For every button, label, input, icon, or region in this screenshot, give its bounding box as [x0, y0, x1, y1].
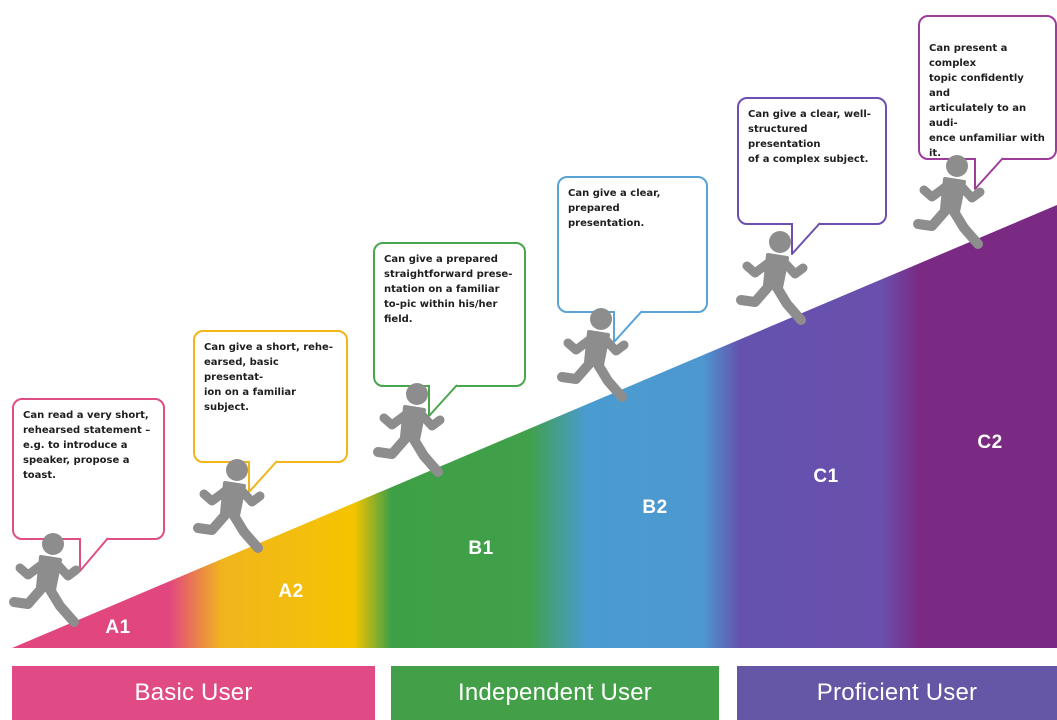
bubble-text-a2: Can give a short, rehe- earsed, basic pr… — [204, 342, 333, 413]
band-independent-user: Independent User — [391, 666, 719, 720]
runner-figure-b1 — [373, 383, 445, 477]
speech-bubble-b2: Can give a clear, prepared presentation. — [557, 176, 708, 313]
level-label-c1: C1 — [813, 466, 839, 487]
bubble-text-c1: Can give a clear, well- structured prese… — [748, 109, 871, 165]
runner-figure-b2 — [557, 308, 629, 402]
band-label-proficient-user: Proficient User — [816, 679, 978, 706]
runner-figure-c2 — [913, 155, 985, 249]
bubble-tail-a2 — [248, 460, 278, 493]
speech-bubble-c1: Can give a clear, well- structured prese… — [737, 97, 887, 225]
bubble-text-b1: Can give a prepared straightforward pres… — [384, 254, 513, 325]
ramp-triangle — [12, 205, 1057, 648]
bubble-text-b2: Can give a clear, prepared presentation. — [568, 188, 661, 229]
runner-figure-a1 — [9, 533, 81, 627]
level-label-a2: A2 — [278, 581, 304, 602]
level-label-b2: B2 — [642, 497, 668, 518]
bubble-tail-c2 — [974, 157, 1004, 190]
bubble-tail-c1 — [791, 222, 821, 255]
bubble-tail-b2 — [613, 310, 643, 343]
runner-figure-c1 — [736, 231, 808, 325]
bubble-tail-b1 — [428, 384, 458, 417]
level-label-a1: A1 — [105, 617, 131, 638]
speech-bubble-b1: Can give a prepared straightforward pres… — [373, 242, 526, 387]
band-proficient-user: Proficient User — [737, 666, 1057, 720]
bubble-text-c2: Can present a complex topic confidently … — [929, 43, 1045, 159]
band-basic-user: Basic User — [12, 666, 375, 720]
level-label-c2: C2 — [977, 432, 1003, 453]
band-label-basic-user: Basic User — [134, 679, 253, 706]
speech-bubble-c2: Can present a complex topic confidently … — [918, 15, 1057, 160]
speech-bubble-a2: Can give a short, rehe- earsed, basic pr… — [193, 330, 348, 463]
runner-figure-a2 — [193, 459, 265, 553]
bubble-text-a1: Can read a very short, rehearsed stateme… — [23, 410, 151, 481]
speech-bubble-a1: Can read a very short, rehearsed stateme… — [12, 398, 165, 540]
band-label-independent-user: Independent User — [457, 679, 652, 706]
level-label-b1: B1 — [468, 538, 494, 559]
